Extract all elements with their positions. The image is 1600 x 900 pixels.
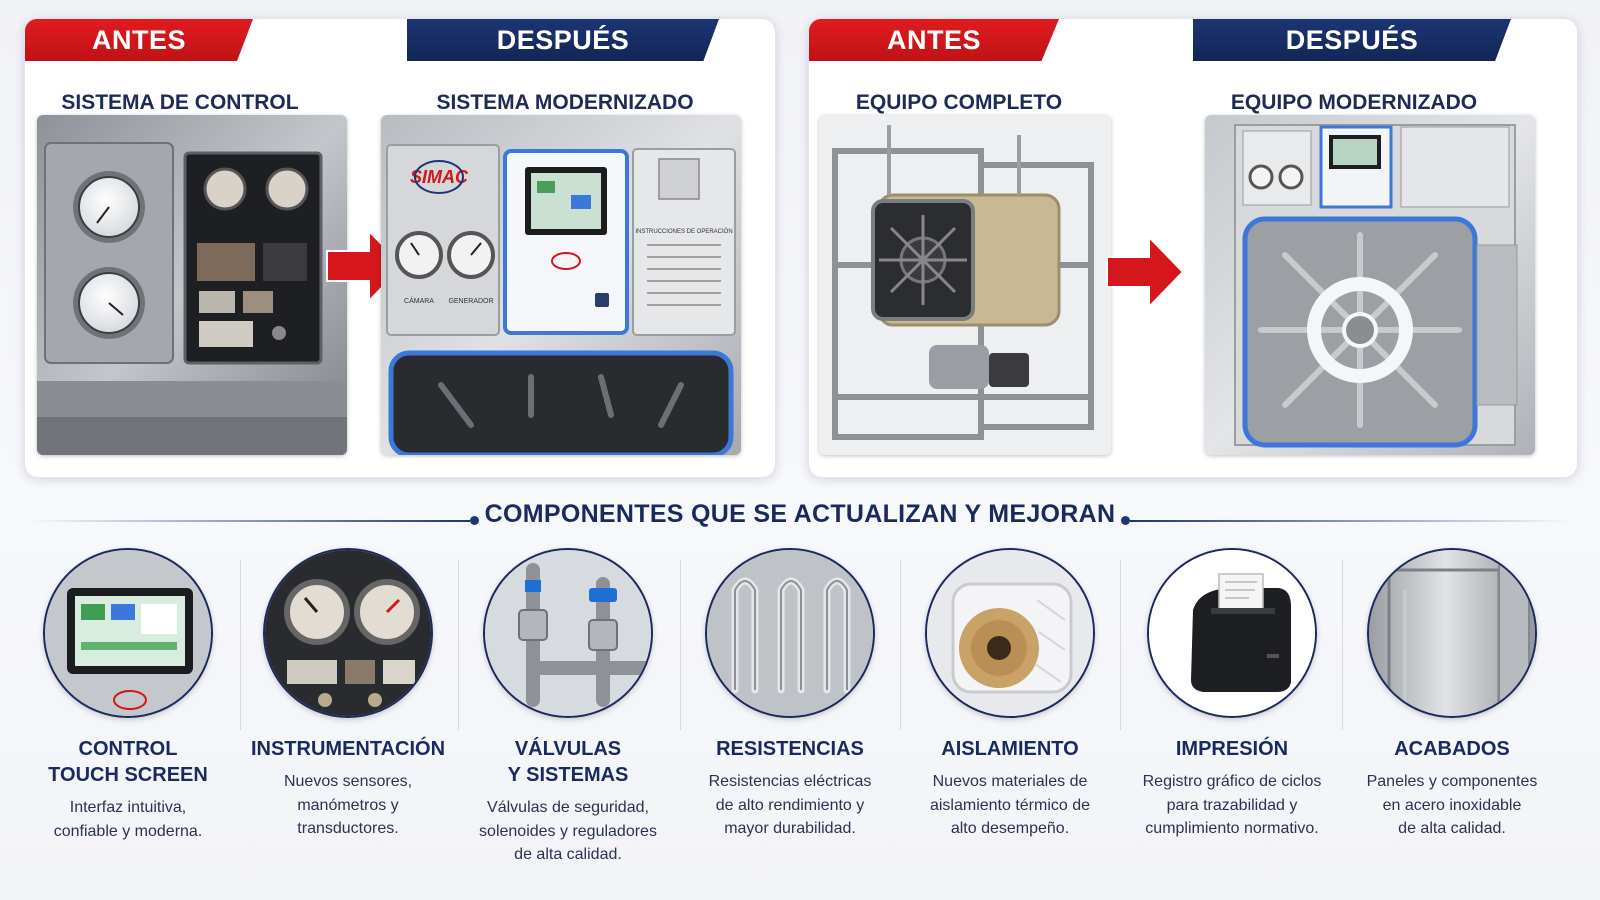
antes-label: ANTES	[91, 24, 186, 55]
insulation-icon	[927, 550, 1093, 716]
old-pressure-gauge-icon	[73, 171, 145, 339]
camara-gauge-label: CÁMARA	[404, 296, 434, 305]
section-rule-left	[30, 520, 470, 522]
section-rule-dot-right	[1121, 516, 1130, 525]
printer-icon	[1149, 550, 1315, 716]
component-description: Resistencias eléctricas de alto rendimie…	[708, 773, 872, 837]
operation-placard-title: INSTRUCCIONES DE OPERACIÓN	[635, 228, 732, 235]
component-description: Interfaz intuitiva, confiable y moderna.	[53, 799, 203, 840]
component-instrumentacion: INSTRUMENTACIÓN Nuevos sensores, manómet…	[238, 548, 458, 841]
old-autoclave-illustration	[819, 115, 1111, 455]
component-acabados: ACABADOS Paneles y componentes en acero …	[1342, 548, 1562, 841]
component-title: VÁLVULAS Y SISTEMAS	[507, 738, 629, 786]
divider	[240, 560, 241, 730]
component-resistencias: RESISTENCIAS Resistencias eléctricas de …	[680, 548, 900, 841]
modern-control-panel-photo: SIMAC CÁMARA GENERADOR INSTRUCCIONES DE …	[381, 115, 741, 455]
modern-equipment-photo	[1205, 115, 1535, 455]
component-control-touch-screen: CONTROL TOUCH SCREEN Interfaz intuitiva,…	[18, 548, 238, 843]
generador-gauge-label: GENERADOR	[448, 298, 493, 305]
despues-label: DESPUÉS	[1285, 24, 1419, 55]
despues-badge: DESPUÉS	[1193, 19, 1511, 61]
component-title: AISLAMIENTO	[941, 738, 1079, 760]
component-title: CONTROL TOUCH SCREEN	[48, 738, 208, 786]
antes-label: ANTES	[886, 24, 981, 55]
component-title: INSTRUMENTACIÓN	[250, 738, 446, 760]
divider	[1120, 560, 1121, 730]
component-description: Válvulas de seguridad, solenoides y regu…	[479, 799, 657, 863]
component-aislamiento: AISLAMIENTO Nuevos materiales de aislami…	[900, 548, 1120, 841]
component-description: Nuevos materiales de aislamiento térmico…	[929, 773, 1091, 837]
valves-icon	[485, 550, 651, 716]
despues-label: DESPUÉS	[496, 24, 630, 55]
door-handwheel-icon	[1307, 277, 1413, 383]
divider	[1342, 560, 1343, 730]
despues-subtitle: SISTEMA MODERNIZADO	[436, 91, 694, 114]
heating-elements-icon	[707, 550, 873, 716]
antes-badge: ANTES	[25, 19, 253, 61]
section-rule-right	[1130, 520, 1570, 522]
gauges-icon	[265, 550, 431, 716]
component-valvulas-y-sistemas: VÁLVULAS Y SISTEMAS Válvulas de segurida…	[458, 548, 678, 867]
simac-logo-icon: SIMAC	[410, 167, 469, 187]
old-control-panel-illustration	[37, 115, 347, 455]
modern-control-panel-illustration: SIMAC CÁMARA GENERADOR INSTRUCCIONES DE …	[381, 115, 741, 455]
section-rule-dot-left	[470, 516, 479, 525]
despues-subtitle: EQUIPO MODERNIZADO	[1230, 91, 1478, 114]
antes-subtitle: EQUIPO COMPLETO	[855, 91, 1063, 114]
component-description: Registro gráfico de ciclos para trazabil…	[1142, 773, 1322, 837]
despues-badge: DESPUÉS	[407, 19, 719, 61]
antes-badge: ANTES	[809, 19, 1059, 61]
divider	[900, 560, 901, 730]
component-description: Paneles y componentes en acero inoxidabl…	[1366, 773, 1538, 837]
divider	[458, 560, 459, 730]
section-title: COMPONENTES QUE SE ACTUALIZAN Y MEJORAN	[484, 500, 1116, 528]
touch-screen-icon	[45, 550, 211, 716]
component-title: ACABADOS	[1394, 738, 1510, 760]
antes-subtitle: SISTEMA DE CONTROL	[61, 91, 299, 114]
divider	[680, 560, 681, 730]
component-title: IMPRESIÓN	[1175, 738, 1289, 760]
modern-autoclave-illustration	[1205, 115, 1535, 455]
old-control-panel-photo	[37, 115, 347, 455]
equipment-comparison-panel: ANTES DESPUÉS EQUIPO COMPLETO EQUIPO MOD…	[808, 18, 1578, 478]
component-description: Nuevos sensores, manómetros y transducto…	[283, 773, 413, 837]
steel-panels-icon	[1369, 550, 1535, 716]
component-impresion: IMPRESIÓN Registro gráfico de ciclos par…	[1122, 548, 1342, 841]
control-comparison-panel: ANTES DESPUÉS SISTEMA DE CONTROL SISTEMA…	[24, 18, 776, 478]
old-equipment-photo	[819, 115, 1111, 455]
component-title: RESISTENCIAS	[716, 738, 864, 760]
arrow-right-icon	[1106, 235, 1185, 309]
